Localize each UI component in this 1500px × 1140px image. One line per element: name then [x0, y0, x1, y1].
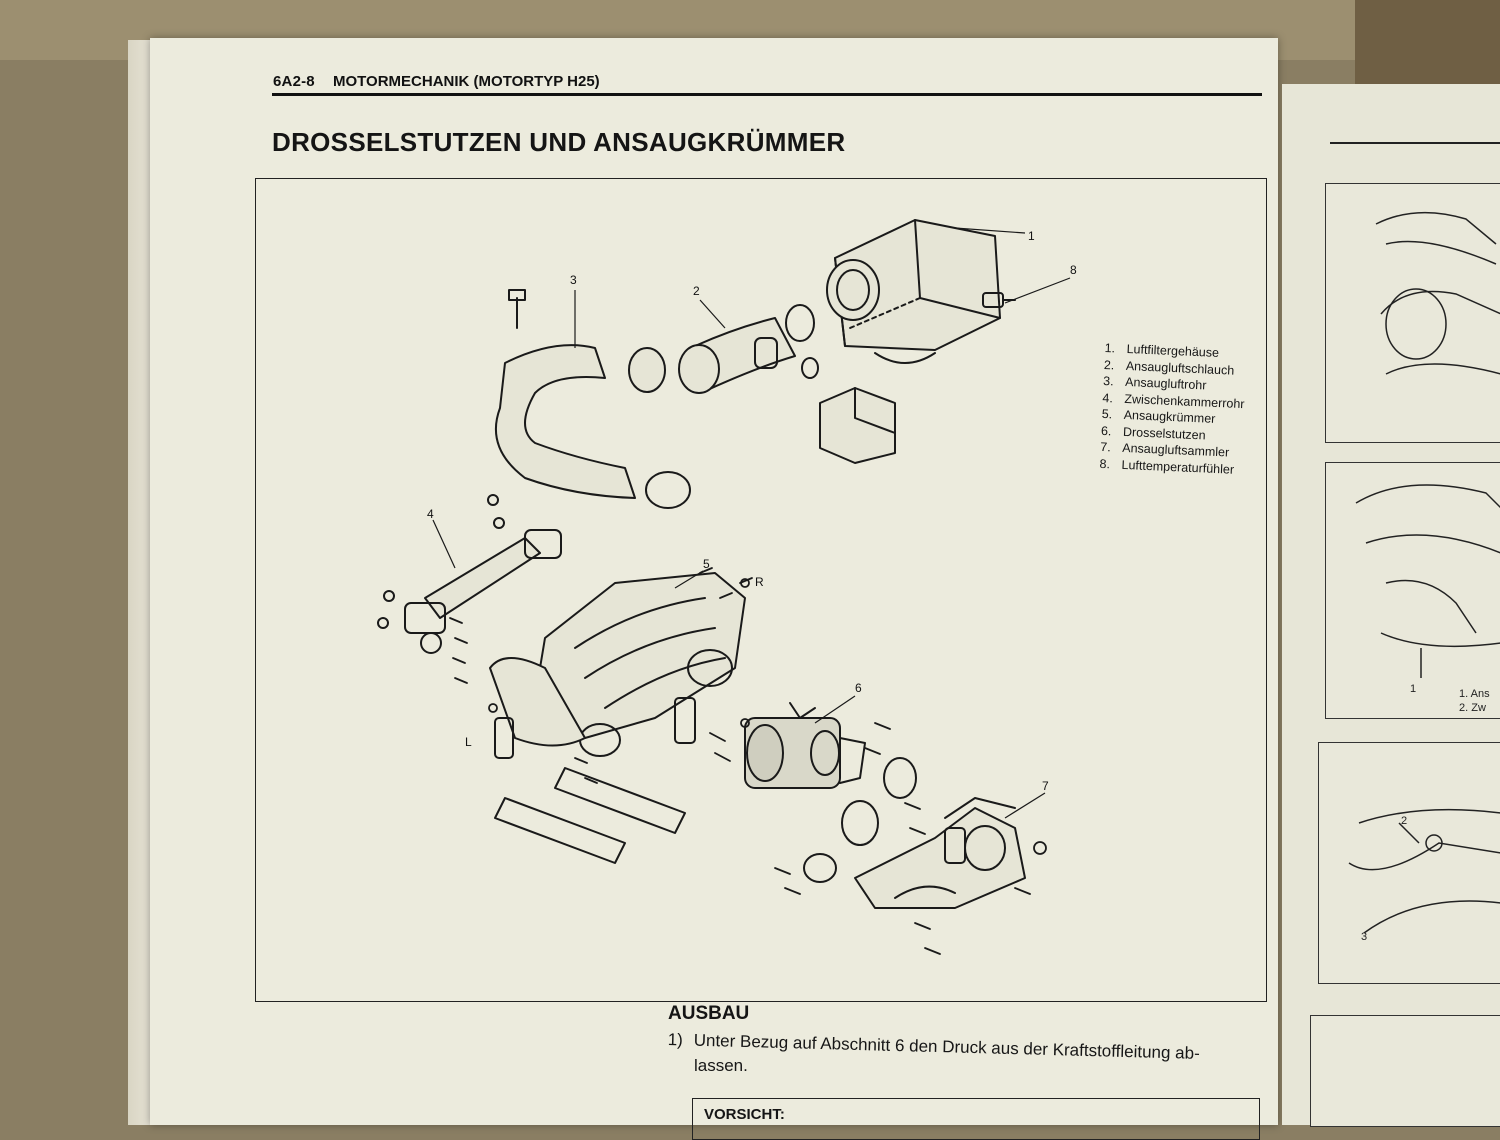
- book-cover-corner: [1355, 0, 1500, 84]
- throttle-body-part: [744, 702, 866, 789]
- callout-3: 3: [570, 273, 577, 287]
- step-1-continued: lassen.: [694, 1056, 748, 1075]
- page-header-title: MOTORMECHANIK (MOTORTYP H25): [333, 73, 600, 90]
- engine-photo-sketch-3: [1348, 808, 1500, 934]
- figure-3-callout-3: 3: [1361, 931, 1368, 943]
- step-number: 1): [667, 1030, 684, 1050]
- side-label-l: L: [465, 735, 472, 749]
- subheading-ausbau: AUSBAU: [668, 1003, 750, 1024]
- callout-1: 1: [1028, 229, 1035, 243]
- intake-air-pipe-part: [494, 289, 691, 509]
- callout-2: 2: [693, 284, 700, 298]
- engine-photo-sketch-1: [1375, 211, 1500, 375]
- air-filter-housing-part: [826, 219, 1001, 364]
- right-page-figure-1: [1325, 183, 1500, 443]
- intake-air-collector-part: [854, 797, 1026, 909]
- section-title: DROSSELSTUTZEN UND ANSAUGKRÜMMER: [272, 127, 846, 157]
- engine-photo-sketch-2: [1355, 484, 1500, 678]
- intake-air-hose-part: [628, 304, 819, 394]
- figure-2-callout: 1: [1410, 683, 1417, 695]
- right-page-figure-4: [1310, 1015, 1500, 1127]
- exploded-view-figure-frame: [255, 178, 1267, 1002]
- caution-heading: VORSICHT:: [704, 1106, 785, 1123]
- callout-6: 6: [855, 681, 862, 695]
- exploded-view-diagram: 1 8 2 3 4 5 6 7 R L: [377, 219, 1077, 955]
- manifold-gasket-part: [494, 767, 686, 864]
- parts-legend: 1.Luftfiltergehäuse 2.Ansaugluftschlauch…: [1099, 340, 1247, 478]
- callout-4: 4: [427, 507, 434, 521]
- right-page-rule: [1330, 142, 1500, 144]
- intake-manifold-part: [489, 572, 746, 759]
- figure-2-legend-1: 1. Ans: [1459, 688, 1490, 700]
- right-page-figure-2: 1 1. Ans 2. Zw: [1325, 462, 1500, 719]
- figure-2-legend-2: 2. Zw: [1459, 702, 1486, 714]
- header-rule: [272, 93, 1262, 96]
- callout-7: 7: [1042, 779, 1049, 793]
- figure-3-callout-2: 2: [1401, 815, 1408, 827]
- callout-5: 5: [703, 557, 710, 571]
- side-label-r: R: [755, 575, 764, 589]
- resonator-box-part: [819, 387, 896, 464]
- callout-8: 8: [1070, 263, 1077, 277]
- intermediate-chamber-pipe-part: [377, 494, 562, 654]
- page-code: 6A2-8: [273, 73, 315, 90]
- right-page-figure-3: 2 3: [1318, 742, 1500, 984]
